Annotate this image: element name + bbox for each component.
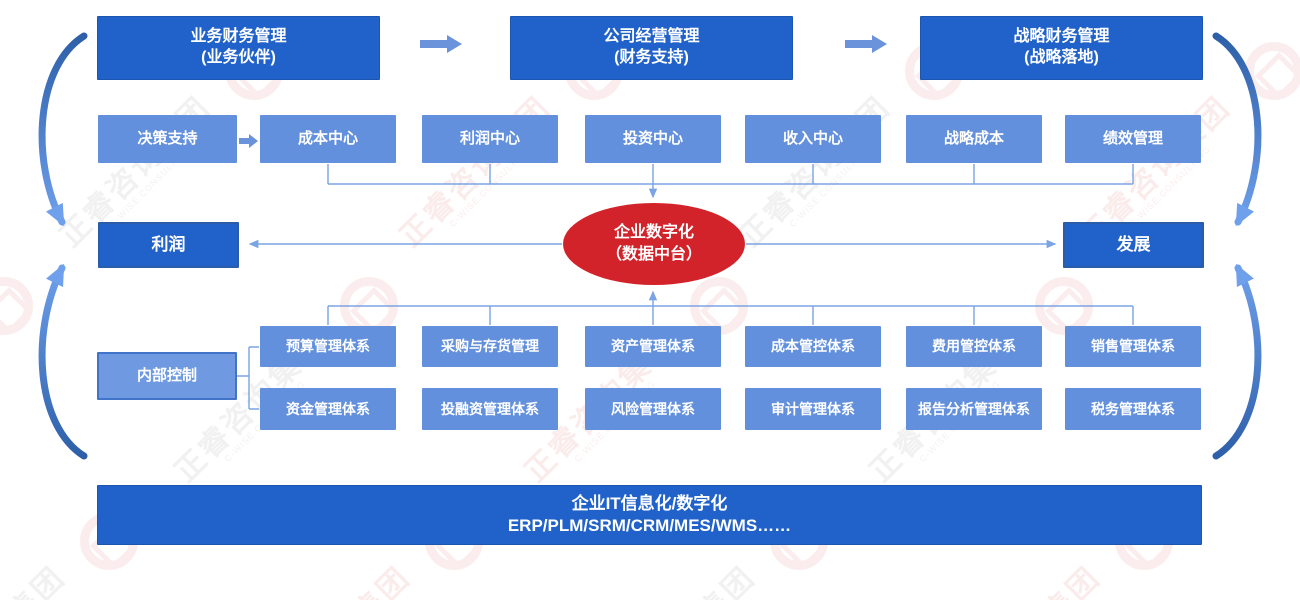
upper-bus-lines [327, 164, 1134, 185]
system-box: 销售管理体系 [1065, 326, 1201, 367]
hub-line1: 企业数字化 [613, 224, 694, 242]
system-box: 费用管控体系 [906, 326, 1042, 367]
flow-box-label: 公司经营管理(财务支持) [603, 28, 700, 66]
center-box: 绩效管理 [1065, 115, 1201, 163]
flow-box-label: 战略财务管理(战略落地) [1013, 28, 1110, 66]
decision-support-box: 决策支持 [98, 115, 237, 163]
center-box: 收入中心 [745, 115, 881, 163]
internal-control-box: 内部控制 [97, 352, 237, 400]
system-box: 投融资管理体系 [422, 388, 558, 430]
system-box: 审计管理体系 [745, 388, 881, 430]
center-box: 战略成本 [906, 115, 1042, 163]
flow-box-company-operation: 公司经营管理(财务支持) [510, 16, 793, 80]
curved-arrow-right-top [1212, 32, 1262, 227]
system-box: 预算管理体系 [260, 326, 396, 367]
curved-arrow-right-bottom [1212, 263, 1262, 460]
system-box: 报告分析管理体系 [906, 388, 1042, 430]
hub-line2: （数据中台） [605, 246, 702, 263]
development-box: 发展 [1063, 222, 1204, 268]
flow-box-business-finance: 业务财务管理(业务伙伴) [97, 16, 380, 80]
curved-arrow-left-bottom [38, 263, 88, 460]
flow-arrow-2 [845, 35, 887, 53]
flow-arrow-1 [420, 35, 462, 53]
flow-box-label: 业务财务管理(业务伙伴) [190, 28, 287, 66]
curved-arrow-left-top [38, 32, 88, 227]
center-box: 投资中心 [585, 115, 721, 163]
system-box: 成本管控体系 [745, 326, 881, 367]
digital-hub-ellipse: 企业数字化 （数据中台） [563, 203, 745, 285]
banner-line2: ERP/PLM/SRM/CRM/MES/WMS…… [507, 516, 792, 535]
system-box: 税务管理体系 [1065, 388, 1201, 430]
it-banner: 企业IT信息化/数字化 ERP/PLM/SRM/CRM/MES/WMS…… [97, 485, 1202, 545]
lower-bus-lines [327, 305, 1134, 325]
banner-line1: 企业IT信息化/数字化 [571, 493, 728, 513]
decision-support-arrow [239, 134, 258, 148]
system-box: 采购与存货管理 [422, 326, 558, 367]
center-box: 利润中心 [422, 115, 558, 163]
watermark-logo-icon [1245, 42, 1300, 100]
profit-box: 利润 [98, 222, 239, 268]
system-box: 资产管理体系 [585, 326, 721, 367]
center-box: 成本中心 [260, 115, 396, 163]
system-box: 风险管理体系 [585, 388, 721, 430]
system-box: 资金管理体系 [260, 388, 396, 430]
flow-box-strategic-finance: 战略财务管理(战略落地) [920, 16, 1203, 80]
watermark-logo-icon [0, 277, 33, 335]
internal-control-bracket [237, 346, 259, 410]
